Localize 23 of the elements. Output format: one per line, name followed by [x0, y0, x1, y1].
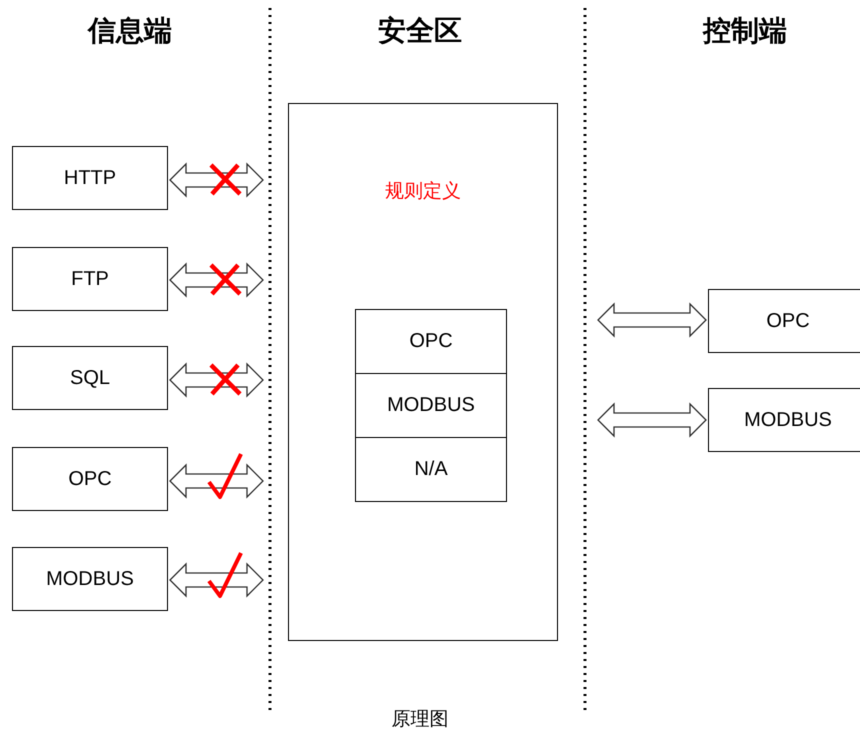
double-arrow [169, 463, 264, 499]
protocol-box: OPC [708, 289, 860, 353]
protocol-box: MODBUS [12, 547, 168, 611]
double-arrow [169, 162, 264, 198]
rule-text: 规则定义 [384, 179, 462, 204]
double-arrow [169, 562, 264, 598]
protocol-box: FTP [12, 247, 168, 311]
protocol-box: OPC [12, 447, 168, 511]
double-arrow [597, 402, 707, 438]
double-arrow [169, 262, 264, 298]
protocol-box: OPC [355, 309, 507, 374]
double-arrow [169, 362, 264, 398]
protocol-box: MODBUS [355, 373, 507, 438]
protocol-box: SQL [12, 346, 168, 410]
zone-box [288, 103, 558, 641]
caption: 原理图 [392, 707, 448, 732]
column-heading: 控制端 [703, 13, 787, 49]
protocol-box: N/A [355, 437, 507, 502]
column-heading: 信息端 [88, 13, 172, 49]
protocol-box: HTTP [12, 146, 168, 210]
column-heading: 安全区 [378, 13, 462, 49]
protocol-box: MODBUS [708, 388, 860, 452]
double-arrow [597, 302, 707, 338]
